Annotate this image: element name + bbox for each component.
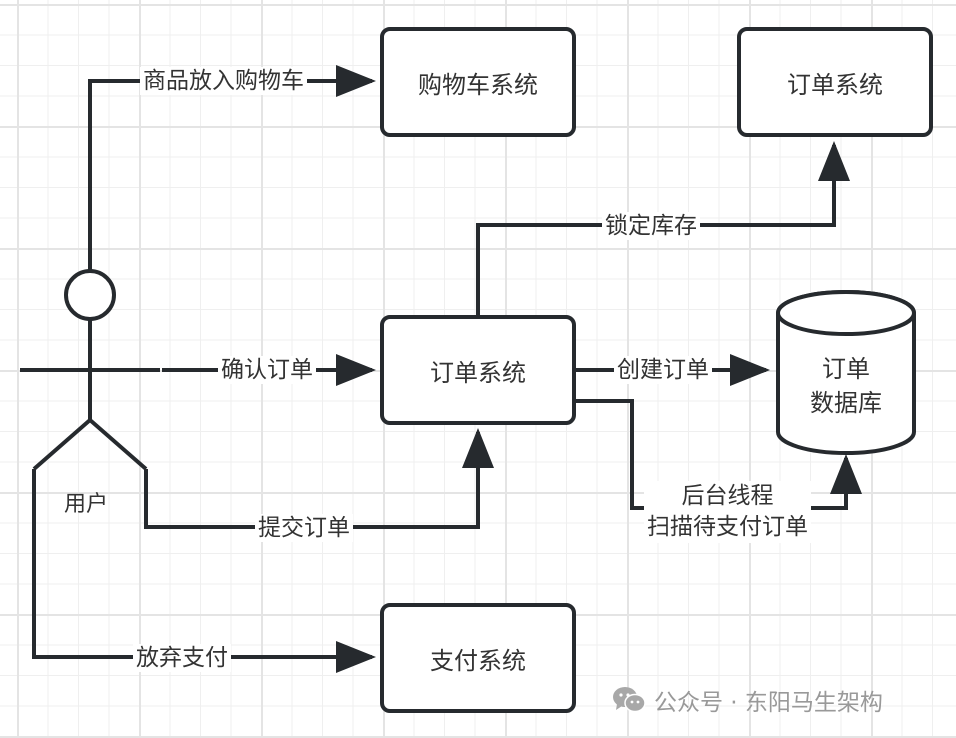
watermark: 公众号 · 东阳马生架构 bbox=[612, 683, 883, 717]
edge-label-confirm-order: 确认订单 bbox=[218, 356, 316, 384]
edge-label-background-scan-line1: 后台线程 bbox=[681, 483, 774, 509]
edge-label-background-scan-line2: 扫描待支付订单 bbox=[647, 514, 808, 540]
edge-submit-order bbox=[144, 428, 494, 529]
actor-head bbox=[64, 269, 116, 321]
order-system-top-label: 订单系统 bbox=[787, 70, 883, 99]
watermark-text: 公众号 · 东阳马生架构 bbox=[654, 690, 883, 716]
actor-legs bbox=[32, 417, 148, 471]
payment-system-node[interactable]: 支付系统 bbox=[380, 603, 576, 713]
edge-label-abandon-payment: 放弃支付 bbox=[133, 644, 231, 672]
order-system-top-node[interactable]: 订单系统 bbox=[737, 27, 933, 137]
edge-abandon-payment bbox=[32, 469, 376, 673]
edge-label-submit-order: 提交订单 bbox=[255, 514, 353, 542]
order-db-label-line1: 订单 bbox=[822, 355, 870, 383]
payment-system-label: 支付系统 bbox=[430, 646, 526, 675]
edge-add-to-cart bbox=[88, 65, 376, 271]
actor-label: 用户 bbox=[64, 492, 109, 517]
order-system-main-node[interactable]: 订单系统 bbox=[380, 315, 576, 425]
edge-label-add-to-cart: 商品放入购物车 bbox=[140, 67, 307, 95]
order-db-top bbox=[776, 290, 916, 336]
order-system-main-label: 订单系统 bbox=[430, 358, 526, 387]
order-db-node[interactable]: 订单 数据库 bbox=[776, 352, 916, 420]
order-db-label-line2: 数据库 bbox=[810, 389, 882, 417]
cart-system-label: 购物车系统 bbox=[418, 70, 538, 99]
cart-system-node[interactable]: 购物车系统 bbox=[380, 27, 576, 137]
edge-label-create-order: 创建订单 bbox=[614, 356, 712, 384]
edge-label-background-scan: 后台线程 扫描待支付订单 bbox=[644, 481, 811, 543]
edge-label-lock-inventory: 锁定库存 bbox=[602, 212, 700, 240]
wechat-icon bbox=[613, 687, 646, 713]
edge-background-scan bbox=[576, 399, 862, 510]
